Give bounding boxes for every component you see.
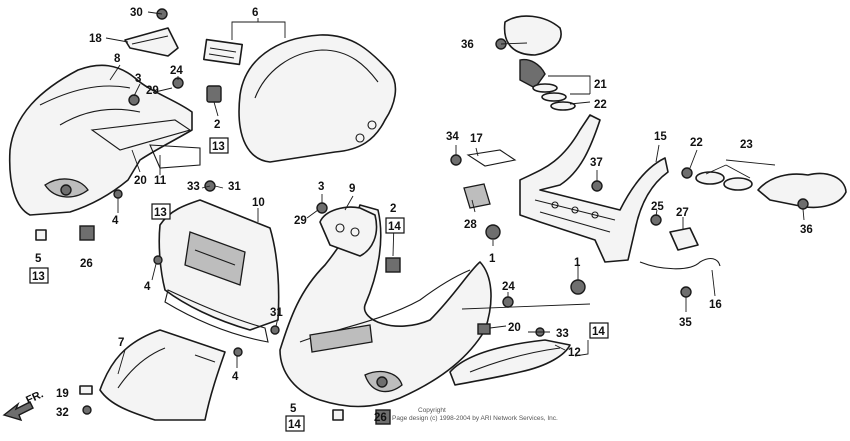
- callout-31a: 31: [228, 181, 241, 193]
- clip-2b: [385, 257, 401, 273]
- clip-27: [669, 227, 699, 251]
- callout-35: 35: [679, 317, 692, 329]
- callout-1b: 1: [574, 257, 581, 269]
- lower-panel: [99, 329, 226, 421]
- callout-3a: 3: [135, 73, 141, 85]
- right-mirror: [695, 171, 847, 209]
- bracket-18: [124, 27, 179, 57]
- callout-31b: 31: [270, 307, 283, 319]
- callout-5b: 5: [290, 403, 297, 415]
- callout-5a: 5: [35, 253, 42, 265]
- left-upper-cowl: [8, 64, 201, 216]
- callout-6: 6: [252, 7, 258, 19]
- wire-17: [466, 149, 517, 167]
- fr-label: FR.: [24, 388, 45, 406]
- callout-25: 25: [651, 201, 664, 213]
- callout-2b: 2: [390, 203, 396, 215]
- wire-harness: [639, 257, 721, 270]
- callout-8: 8: [114, 53, 121, 65]
- callout-29b: 29: [294, 215, 307, 227]
- callout-4a: 4: [112, 215, 119, 227]
- callout-34: 34: [446, 131, 459, 143]
- leader-lines: [105, 11, 805, 375]
- callout-33b: 33: [556, 328, 569, 340]
- box-14-a: 14: [388, 221, 401, 233]
- belly-pan: [449, 339, 571, 386]
- callout-12: 12: [568, 347, 581, 359]
- grommet-1b: [570, 279, 586, 295]
- grommet-1a: [485, 224, 501, 240]
- callout-7: 7: [118, 337, 124, 349]
- copyright-line2: Page design (c) 1998-2004 by ARI Network…: [392, 415, 558, 422]
- copyright-line1: Copyright: [418, 407, 446, 414]
- box-14-c: 14: [288, 419, 301, 431]
- callout-24b: 24: [502, 281, 515, 293]
- callout-24a: 24: [170, 65, 183, 77]
- callout-33a: 33: [187, 181, 200, 193]
- callout-numbers: 30 18 8 3 24 29 6 2 20 11 33 31 4 5 26 3…: [35, 7, 813, 424]
- clip-2: [206, 85, 222, 103]
- callout-18: 18: [89, 33, 102, 45]
- right-side-cowl: [279, 204, 492, 408]
- caution-label: [202, 38, 244, 66]
- callout-29a: 29: [146, 85, 159, 97]
- box-14-b: 14: [592, 326, 605, 338]
- callout-20b: 20: [508, 322, 521, 334]
- callout-36b: 36: [800, 224, 813, 236]
- cowl-stay: [519, 114, 669, 263]
- box-13-b: 13: [154, 207, 167, 219]
- callout-37: 37: [590, 157, 603, 169]
- callout-20a: 20: [134, 175, 147, 187]
- callout-19: 19: [56, 388, 69, 400]
- callout-10: 10: [252, 197, 265, 209]
- callout-26b: 26: [374, 412, 387, 424]
- callout-4b: 4: [144, 281, 151, 293]
- callout-4c: 4: [232, 371, 239, 383]
- callout-11: 11: [154, 175, 167, 187]
- box-13-a: 13: [212, 141, 225, 153]
- front-direction-arrow: FR.: [2, 388, 45, 422]
- bolts: [35, 8, 809, 425]
- callout-26a: 26: [80, 258, 93, 270]
- callout-9: 9: [349, 183, 355, 195]
- callout-15: 15: [654, 131, 667, 143]
- callout-2a: 2: [214, 119, 220, 131]
- callout-36a: 36: [461, 39, 474, 51]
- callout-28: 28: [464, 219, 477, 231]
- left-mirror: [503, 15, 562, 89]
- callout-22b: 22: [690, 137, 703, 149]
- callout-17: 17: [470, 133, 483, 145]
- boxed-references: 13 13 13 14 14 14: [29, 137, 609, 432]
- middle-cowl: [158, 199, 280, 343]
- callout-1a: 1: [489, 253, 496, 265]
- mirror-gaskets: [532, 83, 576, 111]
- callout-27: 27: [676, 207, 689, 219]
- box-13-c: 13: [32, 271, 45, 283]
- callout-23: 23: [740, 139, 753, 151]
- callout-16: 16: [709, 299, 722, 311]
- callout-3b: 3: [318, 181, 324, 193]
- callout-22a: 22: [594, 99, 607, 111]
- bracket-28: [463, 183, 491, 209]
- callout-30: 30: [130, 7, 143, 19]
- windscreen: [238, 34, 397, 163]
- callout-21: 21: [594, 79, 607, 91]
- callout-32: 32: [56, 407, 69, 419]
